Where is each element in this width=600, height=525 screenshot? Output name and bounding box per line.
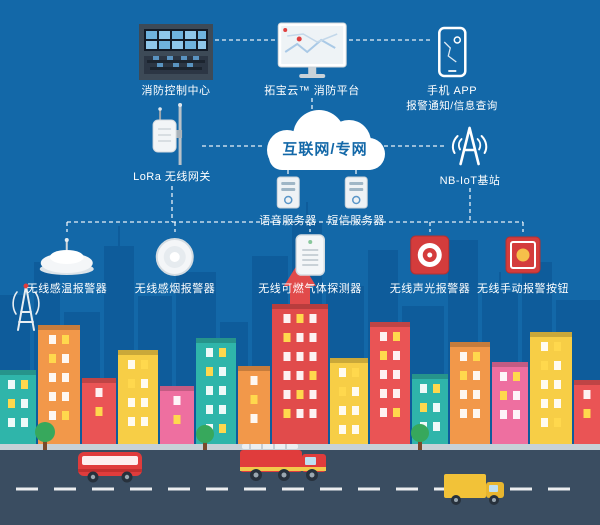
temp-detector-icon	[40, 238, 94, 275]
gas-detector-icon	[295, 234, 325, 276]
sms-server-node: 短信服务器	[327, 176, 385, 228]
bus	[78, 452, 142, 483]
lora-gateway-label: LoRa 无线网关	[133, 171, 211, 183]
server-icon	[276, 176, 300, 209]
lora-gateway-node: LoRa 无线网关	[133, 102, 211, 184]
temp-detector-node: 无线感温报警器	[27, 232, 108, 296]
nbiot-node: NB-IoT基站	[440, 122, 501, 188]
mobile-app-label-2: 报警通知/信息查询	[406, 100, 498, 113]
trees	[35, 422, 429, 450]
gas-detector-node: 无线可燃气体探测器	[258, 232, 362, 296]
mobile-app-label-1: 手机 APP	[426, 85, 478, 97]
control-center-node: 消防控制中心	[139, 24, 213, 98]
voice-server-node: 语音服务器	[259, 176, 317, 228]
platform-node: 拓宝云™ 消防平台	[264, 22, 360, 98]
cloud-label: 互联网/专网	[282, 140, 367, 158]
server-icon	[344, 176, 368, 209]
voice-server-label: 语音服务器	[259, 215, 317, 227]
smoke-detector-label: 无线感烟报警器	[134, 283, 216, 295]
manual-button-node: 无线手动报警按钮	[477, 232, 569, 296]
buildings	[0, 304, 600, 450]
manual-button-icon	[505, 236, 541, 274]
sms-server-label: 短信服务器	[327, 215, 385, 227]
nbiot-label: NB-IoT基站	[439, 175, 501, 187]
cloud-icon: 互联网/专网	[267, 110, 385, 170]
control-room-image	[139, 24, 213, 80]
sound-light-alarm-label: 无线声光报警器	[389, 283, 471, 295]
fire-truck	[240, 444, 326, 481]
city-illustration	[0, 202, 600, 525]
gateway-icon	[152, 103, 182, 165]
sound-light-alarm-icon	[410, 235, 450, 275]
monitor-icon	[277, 22, 347, 78]
delivery-truck	[444, 474, 504, 505]
cloud-node: 互联网/专网	[247, 108, 399, 172]
phone-icon	[437, 26, 467, 78]
sound-light-alarm-node: 无线声光报警器	[390, 232, 471, 296]
radio-tower-icon	[12, 283, 40, 331]
gas-detector-label: 无线可燃气体探测器	[258, 283, 362, 295]
platform-label: 拓宝云™ 消防平台	[264, 85, 360, 97]
temp-detector-label: 无线感温报警器	[26, 283, 108, 295]
smoke-detector-node: 无线感烟报警器	[135, 232, 216, 296]
antenna-icon	[452, 126, 488, 166]
control-center-label: 消防控制中心	[141, 85, 211, 97]
mobile-app-node: 手机 APP 报警通知/信息查询	[406, 26, 497, 114]
smoke-detector-icon	[156, 238, 194, 276]
manual-button-label: 无线手动报警按钮	[477, 283, 569, 295]
